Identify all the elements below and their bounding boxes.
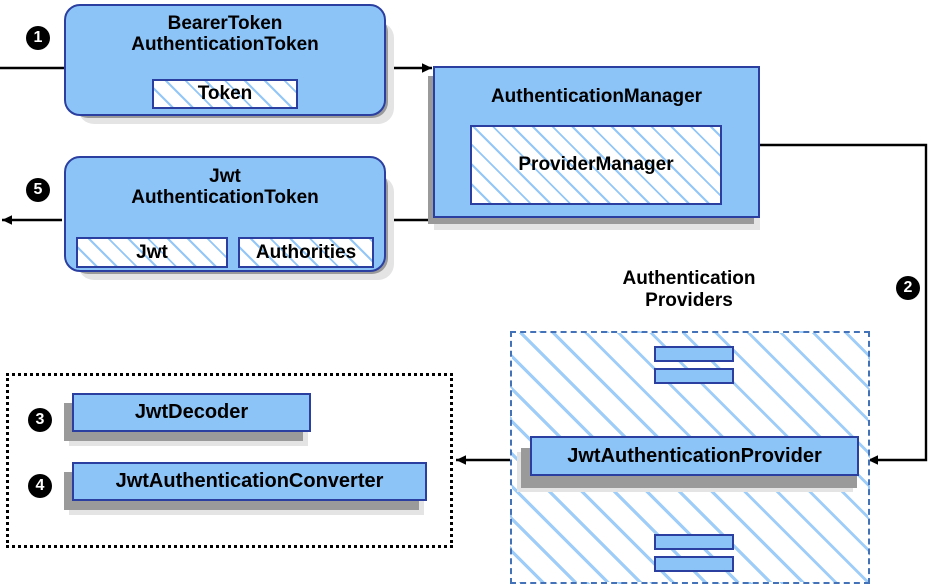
step-badge-4: 4 (28, 474, 52, 498)
provider-stack-bar-bottom-1 (654, 534, 734, 550)
jwt-support-group (6, 373, 453, 548)
bearer-token-title-line1: BearerToken (167, 13, 283, 34)
inner-box-authorities[interactable]: Authorities (238, 237, 374, 268)
bearer-token-title-line2: AuthenticationToken (131, 34, 319, 56)
step-badge-3: 3 (28, 408, 52, 432)
authentication-manager-title: AuthenticationManager (490, 86, 703, 107)
jwt-authentication-converter-label: JwtAuthenticationConverter (115, 470, 384, 492)
node-jwt-authentication-converter[interactable]: JwtAuthenticationConverter (72, 462, 427, 501)
jwt-decoder-label: JwtDecoder (134, 401, 249, 423)
inner-box-authorities-label: Authorities (255, 241, 357, 263)
inner-box-provider-manager[interactable]: ProviderManager (470, 125, 722, 205)
provider-stack-bar-bottom-2 (654, 556, 734, 572)
inner-box-jwt[interactable]: Jwt (76, 237, 228, 268)
providers-caption: Authentication Providers (510, 268, 868, 311)
inner-box-token-label: Token (197, 83, 253, 104)
step-badge-5: 5 (26, 178, 50, 202)
step-badge-2: 2 (896, 276, 920, 300)
jwt-authentication-provider-label: JwtAuthenticationProvider (567, 445, 822, 467)
providers-caption-line2: Providers (645, 289, 733, 311)
node-jwt-authentication-provider[interactable]: JwtAuthenticationProvider (530, 436, 859, 476)
inner-box-jwt-label: Jwt (136, 241, 168, 263)
jwt-token-title-line1: Jwt (209, 166, 241, 187)
providers-caption-line1: Authentication (622, 268, 756, 289)
inner-box-token[interactable]: Token (152, 79, 298, 109)
provider-stack-bar-top-1 (654, 346, 734, 362)
provider-stack-bar-top-2 (654, 368, 734, 384)
step-badge-1: 1 (26, 26, 50, 50)
jwt-token-title-line2: AuthenticationToken (131, 187, 319, 209)
node-jwt-decoder[interactable]: JwtDecoder (72, 393, 311, 432)
node-bearer-token-authentication-token[interactable]: BearerToken AuthenticationToken (64, 4, 386, 116)
inner-box-provider-manager-label: ProviderManager (518, 154, 674, 175)
